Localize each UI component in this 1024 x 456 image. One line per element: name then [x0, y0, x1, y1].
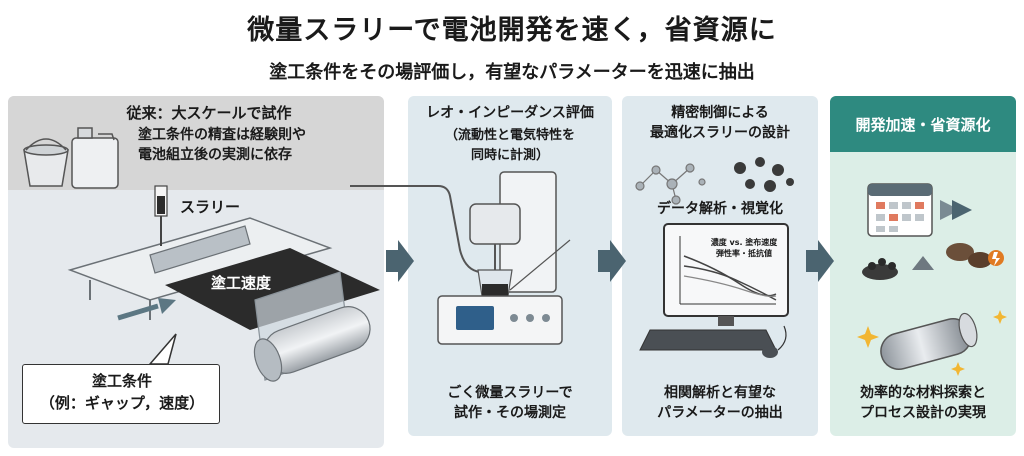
panel3-bottom-line1: 相関解析と有望な	[664, 385, 776, 401]
monitor-icon	[663, 223, 789, 326]
slurry-label: スラリー	[180, 198, 241, 216]
callout-line2: （例：ギャップ，速度）	[39, 394, 205, 412]
fast-forward-icon	[940, 200, 972, 220]
panel1-desc-line1: 塗工条件の精査は経験則や	[138, 127, 306, 143]
callout-tail	[148, 333, 177, 365]
panel4-heading: 開発加速・省資源化	[830, 96, 1016, 152]
panel2-bottom-line2: 試作・その場測定	[454, 405, 566, 421]
sparkle-icon	[857, 310, 1007, 376]
panel2-heading: レオ・インピーダンス評価	[426, 105, 594, 121]
monitor-line2: 弾性率・抵抗値	[716, 249, 772, 258]
coater-machine-icon	[67, 217, 380, 382]
subtitle: 塗工条件をその場評価し，有望なパラメーターを迅速に抽出	[269, 62, 755, 83]
particles-icon	[734, 157, 794, 192]
panel3-bottom-line2: パラメーターの抽出	[657, 405, 783, 421]
flow-arrow-icon	[598, 240, 626, 282]
panel4-bottom-line2: プロセス設計の実現	[860, 405, 986, 421]
panel1-desc-line2: 電池組立後の実測に依存	[138, 147, 292, 163]
coating-speed-label: 塗工速度	[210, 274, 271, 292]
material-pile-icon	[862, 243, 1004, 280]
keyboard-icon	[639, 329, 777, 351]
panel-conventional-header	[8, 96, 384, 190]
jug-icon	[71, 127, 119, 189]
panel4-bottom-line1: 効率的な材料探索と	[860, 385, 986, 401]
direction-arrow-icon	[117, 298, 176, 321]
monitor-line1: 濃度 vs. 塗布速度	[710, 238, 778, 247]
callout-line1: 塗工条件	[91, 372, 152, 390]
bucket-icon	[23, 138, 69, 187]
mouse-icon	[762, 325, 787, 358]
molecule-icon	[635, 163, 706, 205]
panel3-heading-line1: 精密制御による	[671, 105, 769, 121]
panel3-heading-line2: 最適化スラリーの設計	[650, 125, 790, 141]
panel1-heading: 従来：大スケールで試作	[126, 104, 292, 122]
flow-arrow-icon	[386, 240, 414, 282]
panel2-sub-line2: 同時に計測）	[470, 148, 549, 163]
data-analysis-label: データ解析・視覚化	[657, 201, 783, 217]
panel2-sub-line1: （流動性と電気特性を	[444, 128, 575, 143]
syringe-icon	[154, 185, 168, 246]
battery-cell-icon	[880, 312, 978, 370]
flow-arrow-icon	[806, 240, 834, 282]
panel2-bottom-line1: ごく微量スラリーで	[447, 385, 573, 401]
coating-conditions-callout	[22, 364, 220, 424]
calendar-icon	[867, 183, 933, 237]
main-title: 微量スラリーで電池開発を速く，省資源に	[247, 15, 777, 46]
rheometer-icon	[437, 171, 563, 345]
